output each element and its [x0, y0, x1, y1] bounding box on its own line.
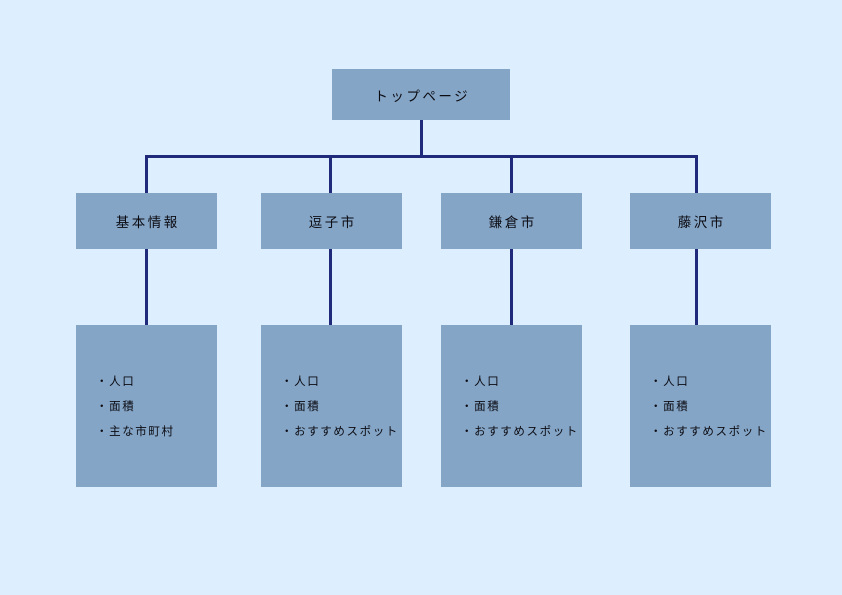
- connector-drop-category-3: [510, 155, 513, 193]
- connector-root-stem: [420, 120, 423, 157]
- node-category-label: 藤沢市: [677, 215, 726, 231]
- node-category-kamakura-city[interactable]: 鎌倉市: [441, 193, 582, 249]
- detail-list-item: ・人口: [650, 374, 690, 388]
- node-detail-kamakura-city[interactable]: ・人口 ・面積 ・おすすめスポット: [441, 325, 582, 487]
- detail-list-item: ・おすすめスポット: [281, 424, 399, 438]
- node-category-label: 基本情報: [115, 215, 180, 231]
- connector-category-2-to-detail-2: [329, 249, 332, 325]
- connector-category-3-to-detail-3: [510, 249, 513, 325]
- connector-drop-category-4: [695, 155, 698, 193]
- detail-list-item: ・面積: [461, 399, 501, 413]
- connector-drop-category-2: [329, 155, 332, 193]
- detail-list-item: ・面積: [281, 399, 321, 413]
- node-category-label: 逗子市: [308, 215, 357, 231]
- node-category-zushi-city[interactable]: 逗子市: [261, 193, 402, 249]
- node-detail-fujisawa-city[interactable]: ・人口 ・面積 ・おすすめスポット: [630, 325, 771, 487]
- detail-list-item: ・おすすめスポット: [461, 424, 579, 438]
- detail-list: ・人口 ・面積 ・おすすめスポット: [261, 369, 402, 444]
- detail-list-item: ・面積: [650, 399, 690, 413]
- connector-horizontal-bus: [145, 155, 698, 158]
- node-category-basic-info[interactable]: 基本情報: [76, 193, 217, 249]
- detail-list: ・人口 ・面積 ・主な市町村: [76, 369, 217, 444]
- node-detail-basic-info[interactable]: ・人口 ・面積 ・主な市町村: [76, 325, 217, 487]
- node-detail-zushi-city[interactable]: ・人口 ・面積 ・おすすめスポット: [261, 325, 402, 487]
- detail-list-item: ・おすすめスポット: [650, 424, 768, 438]
- node-category-fujisawa-city[interactable]: 藤沢市: [630, 193, 771, 249]
- node-root-top-page[interactable]: トップページ: [332, 69, 510, 120]
- connector-category-4-to-detail-4: [695, 249, 698, 325]
- detail-list: ・人口 ・面積 ・おすすめスポット: [441, 369, 582, 444]
- node-root-label: トップページ: [374, 88, 471, 105]
- connector-drop-category-1: [145, 155, 148, 193]
- detail-list-item: ・人口: [96, 374, 136, 388]
- detail-list-item: ・人口: [461, 374, 501, 388]
- node-category-label: 鎌倉市: [488, 215, 537, 231]
- detail-list-item: ・人口: [281, 374, 321, 388]
- detail-list: ・人口 ・面積 ・おすすめスポット: [630, 369, 771, 444]
- detail-list-item: ・面積: [96, 399, 136, 413]
- detail-list-item: ・主な市町村: [96, 424, 175, 438]
- connector-category-1-to-detail-1: [145, 249, 148, 325]
